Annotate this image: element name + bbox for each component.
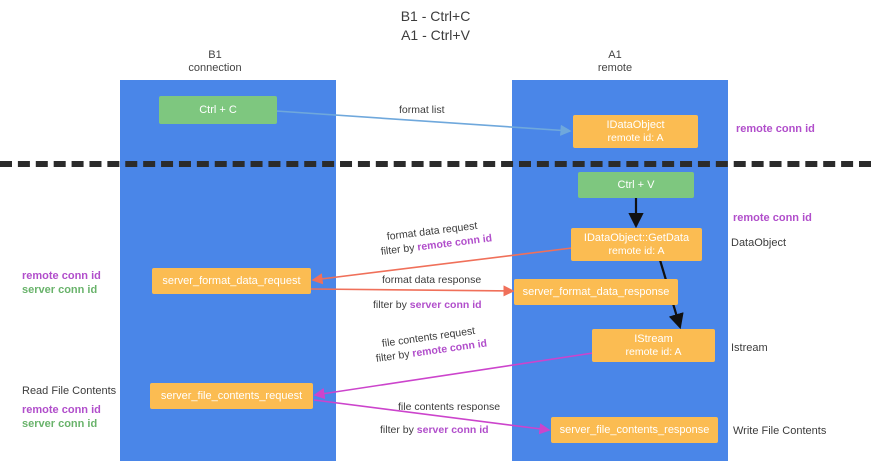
annotation-read-file-contents: Read File Contents bbox=[22, 385, 117, 397]
box-ctrl-c[interactable]: Ctrl + C bbox=[159, 96, 277, 124]
box-ctrl-v-label: Ctrl + V bbox=[617, 178, 655, 191]
box-server-file-contents-response-label: server_file_contents_response bbox=[559, 423, 710, 436]
filter-prefix: filter by bbox=[380, 424, 417, 436]
filter-prefix: filter by bbox=[375, 347, 414, 365]
annotation-istream: Istream bbox=[731, 342, 768, 354]
annotation-left-remote-conn-id-2: remote conn id bbox=[22, 404, 101, 416]
box-istream-line2: remote id: A bbox=[625, 345, 682, 358]
annotation-left-remote-conn-id: remote conn id bbox=[22, 270, 101, 282]
diagram-title: B1 - Ctrl+C A1 - Ctrl+V bbox=[400, 8, 471, 43]
box-idataobject-line2: remote id: A bbox=[607, 131, 664, 144]
filter-key: server conn id bbox=[409, 299, 482, 311]
box-getdata-line2: remote id: A bbox=[608, 244, 665, 257]
box-idataobject-line1: IDataObject bbox=[606, 118, 665, 131]
box-istream-line1: IStream bbox=[634, 332, 673, 345]
annotation-dataobject: DataObject bbox=[731, 237, 787, 249]
box-server-file-contents-request-label: server_file_contents_request bbox=[160, 389, 303, 402]
flow-label-format-data-response-filter: filter by server conn id bbox=[373, 298, 482, 312]
lane-header-a1: A1 remote bbox=[597, 49, 633, 74]
flow-label-format-list: format list bbox=[399, 104, 445, 116]
box-ctrl-c-label: Ctrl + C bbox=[199, 103, 237, 116]
annotation-remote-conn-id-mid: remote conn id bbox=[733, 212, 812, 224]
box-server-file-contents-request[interactable]: server_file_contents_request bbox=[150, 383, 313, 409]
box-server-format-data-response-label: server_format_data_response bbox=[522, 285, 670, 298]
box-getdata-line1: IDataObject::GetData bbox=[583, 231, 690, 244]
phase-divider bbox=[0, 161, 871, 167]
flow-label-format-data-response: format data response bbox=[382, 274, 482, 286]
annotation-left-server-conn-id: server conn id bbox=[22, 284, 98, 296]
box-server-format-data-request-label: server_format_data_request bbox=[162, 274, 301, 287]
annotation-write-file-contents: Write File Contents bbox=[733, 425, 827, 437]
flow-label-file-contents-response: file contents response bbox=[398, 401, 501, 413]
box-server-format-data-response[interactable]: server_format_data_response bbox=[514, 279, 678, 305]
filter-prefix: filter by bbox=[380, 241, 419, 258]
annotation-left-server-conn-id-2: server conn id bbox=[22, 418, 98, 430]
box-ctrl-v[interactable]: Ctrl + V bbox=[578, 172, 694, 198]
filter-key: server conn id bbox=[416, 424, 489, 436]
box-server-file-contents-response[interactable]: server_file_contents_response bbox=[551, 417, 718, 443]
filter-prefix: filter by bbox=[373, 299, 410, 311]
box-idataobject[interactable]: IDataObject remote id: A bbox=[573, 115, 698, 148]
box-istream[interactable]: IStream remote id: A bbox=[592, 329, 715, 362]
annotation-remote-conn-id-top: remote conn id bbox=[736, 123, 815, 135]
flow-label-file-contents-response-filter: filter by server conn id bbox=[380, 423, 489, 437]
lane-header-b1: B1 connection bbox=[188, 49, 242, 74]
box-server-format-data-request[interactable]: server_format_data_request bbox=[152, 268, 311, 294]
box-idataobject-getdata[interactable]: IDataObject::GetData remote id: A bbox=[571, 228, 702, 261]
